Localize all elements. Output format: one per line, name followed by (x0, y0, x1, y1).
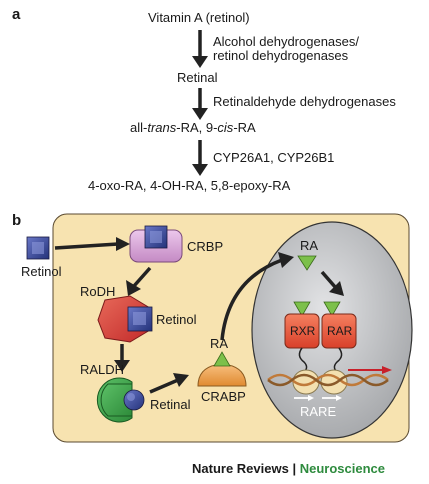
arrow-crabp-nucleus (220, 252, 294, 341)
rodh-enzyme (97, 295, 153, 343)
arrow-rodh-raldh (114, 344, 130, 372)
panel-b-label: b (12, 212, 22, 229)
arrow-ra-receptor (320, 270, 344, 296)
ra-on-rar (323, 301, 341, 317)
enzyme-cyp26: CYP26A1, CYP26B1 (213, 150, 335, 165)
enzyme-raldh: Retinaldehyde dehydrogenases (213, 94, 396, 109)
ra-on-rxr (293, 301, 311, 317)
footer-section: Neuroscience (299, 461, 385, 476)
label-rxr: RXR (290, 324, 316, 338)
retinol-outside-square (26, 236, 50, 260)
label-rare: RARE (300, 404, 337, 419)
label-crabp: CRABP (201, 389, 246, 404)
raldh-enzyme (96, 377, 145, 423)
crabp-protein (197, 351, 247, 387)
enzyme-adh-2: retinol dehydrogenases (213, 48, 349, 63)
label-retinal: Retinal (150, 397, 191, 412)
footer-journal: Nature Reviews (192, 461, 289, 476)
step-retinol: Vitamin A (retinol) (148, 10, 250, 25)
label-ra-cytoplasm: RA (210, 336, 229, 351)
arrow-raldh-crabp (149, 373, 189, 394)
step-retinal: Retinal (177, 70, 218, 85)
footer-separator: | (288, 461, 300, 476)
dna-helix (267, 373, 389, 387)
label-retinol-outside: Retinol (21, 264, 62, 279)
ra-nucleus-ligand (297, 255, 317, 271)
footer-credit: Nature Reviews | Neuroscience (192, 461, 385, 476)
transcription-arrow (348, 366, 392, 374)
step-oxidized-ra: 4-oxo-RA, 4-OH-RA, 5,8-epoxy-RA (88, 178, 291, 193)
crbp-protein (129, 225, 183, 263)
rare-arrows (294, 395, 342, 401)
label-crbp: CRBP (187, 239, 224, 254)
step-ra: all-trans-RA, 9-cis-RA (130, 120, 256, 135)
label-rar: RAR (327, 324, 353, 338)
label-retinol-inside: Retinol (156, 312, 197, 327)
label-rodh: RoDH (80, 284, 116, 299)
panel-a-arrows (192, 30, 208, 176)
label-raldh: RALDH (80, 362, 125, 377)
label-ra-nucleus: RA (300, 238, 319, 253)
arrow-crbp-rodh (126, 266, 152, 296)
arrow-retinol-crbp (54, 237, 130, 251)
enzyme-adh-1: Alcohol dehydrogenases/ (213, 34, 359, 49)
panel-a-label: a (12, 6, 21, 23)
